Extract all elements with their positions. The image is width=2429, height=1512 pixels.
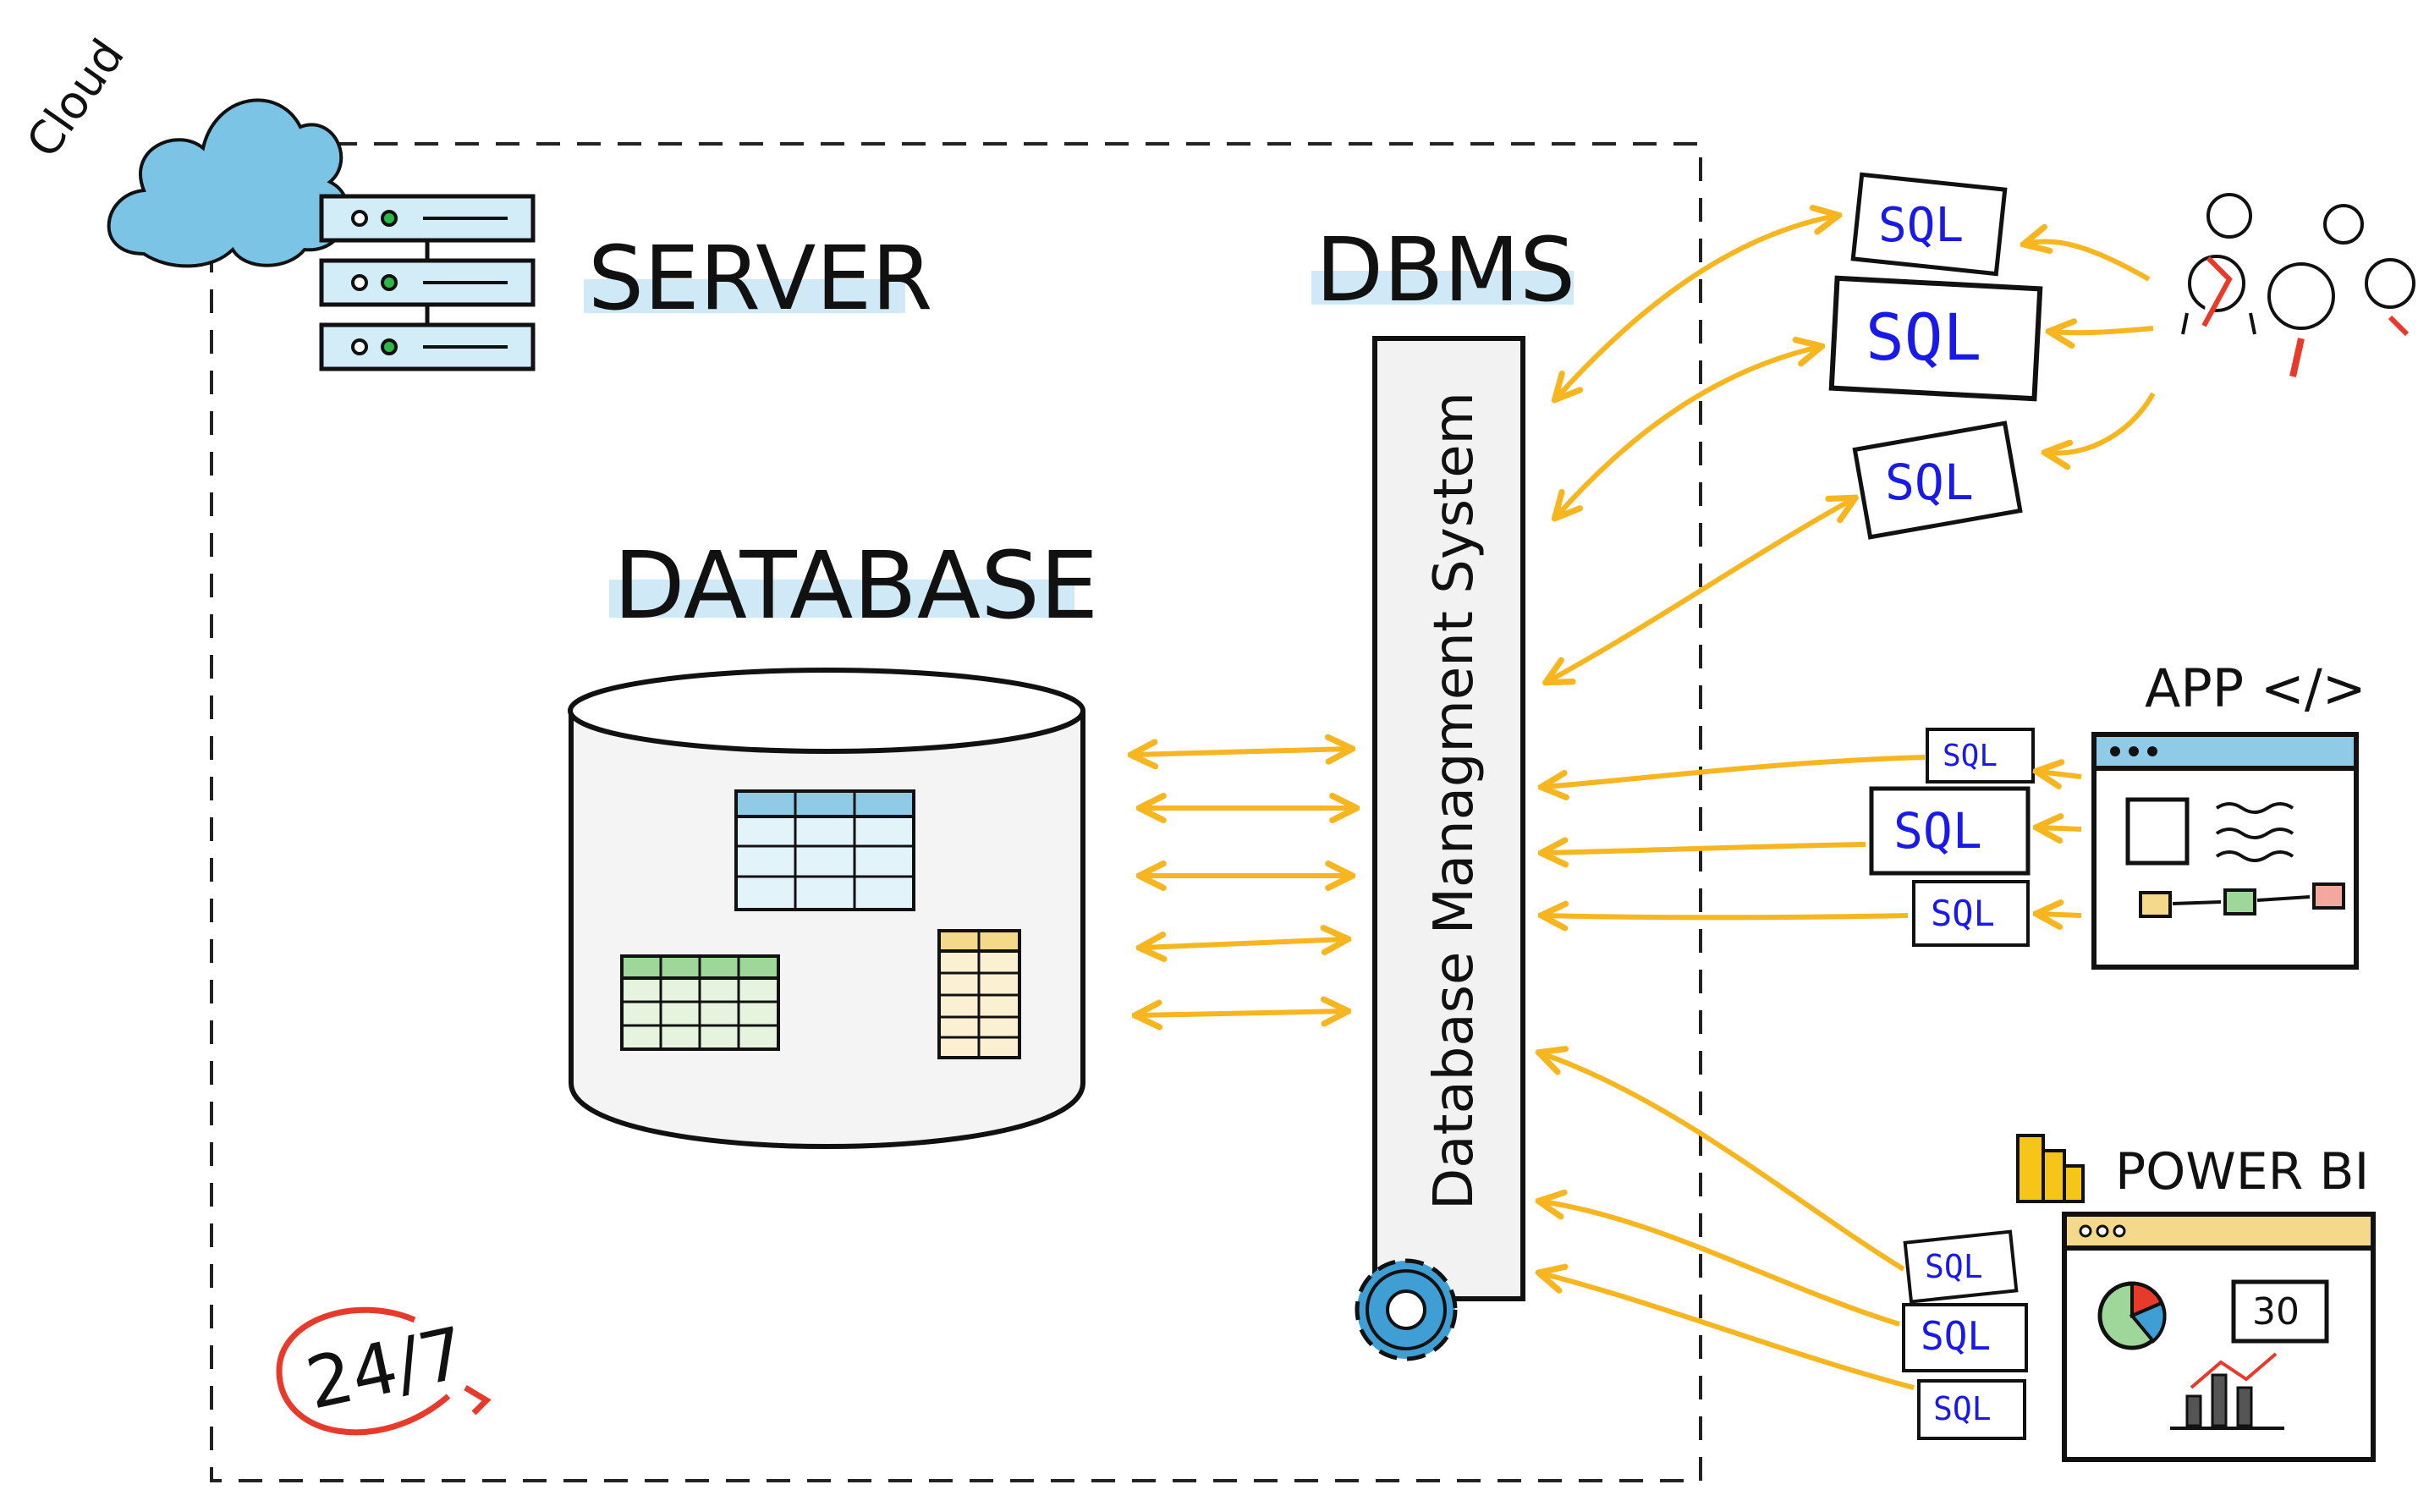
server-label-highlight <box>584 279 905 313</box>
powerbi-arrows <box>1541 1053 1915 1390</box>
app-arrows <box>1544 755 2082 917</box>
sql-card-people-1: SQL <box>1850 172 2008 277</box>
server-label: SERVER <box>588 227 932 330</box>
dashboard-window-icon <box>2062 1212 2376 1462</box>
dbms-label-highlight <box>1311 271 1574 305</box>
sql-card-app-2: SQL <box>1869 786 2031 876</box>
sql-label: SQL <box>1866 300 1981 375</box>
table-icon-green <box>620 954 780 1051</box>
cloud-label: Cloud <box>16 30 135 167</box>
dbms-label: DBMS <box>1316 218 1575 322</box>
server-icon <box>319 194 536 371</box>
sql-label: SQL <box>1885 454 1974 511</box>
sql-label: SQL <box>1925 1248 1983 1285</box>
database-label: DATABASE <box>613 531 1098 640</box>
sql-card-app-1: SQL <box>1926 728 2035 783</box>
uptime-label: 24/7 <box>300 1311 473 1425</box>
sql-card-people-3: SQL <box>1852 421 2023 540</box>
powerbi-logo-icon <box>2016 1134 2085 1203</box>
sql-card-powerbi-3: SQL <box>1917 1379 2026 1440</box>
app-label: APP </> <box>2145 657 2366 719</box>
people-icon <box>2181 193 2415 377</box>
db-dbms-arrows <box>1134 749 1354 1015</box>
sql-label: SQL <box>1921 1313 1991 1359</box>
sql-card-app-3: SQL <box>1912 880 2030 947</box>
sql-card-powerbi-1: SQL <box>1903 1229 2019 1304</box>
gear-icon <box>1355 1258 1458 1361</box>
app-window-icon <box>2091 732 2359 970</box>
sql-card-powerbi-2: SQL <box>1902 1303 2028 1372</box>
database-label-highlight <box>609 580 1074 618</box>
cloud-boundary <box>210 142 1702 1482</box>
sql-card-people-2: SQL <box>1828 275 2043 402</box>
people-arrows <box>1548 216 2156 681</box>
sql-label: SQL <box>1931 893 1995 934</box>
dbms-vertical-label: Database Managment System <box>1423 392 1486 1210</box>
powerbi-label: POWER BI <box>2115 1142 2369 1201</box>
sql-label: SQL <box>1943 739 1998 773</box>
table-icon-yellow <box>937 929 1021 1059</box>
table-icon-blue <box>734 789 915 911</box>
dbms-pillar <box>1372 336 1525 1301</box>
sql-label: SQL <box>1893 802 1982 860</box>
sql-label: SQL <box>1878 198 1964 253</box>
kpi-value: 30 <box>2252 1290 2300 1333</box>
clock-icon <box>276 1306 492 1436</box>
cloud-icon <box>107 98 350 268</box>
sql-label: SQL <box>1933 1390 1992 1427</box>
